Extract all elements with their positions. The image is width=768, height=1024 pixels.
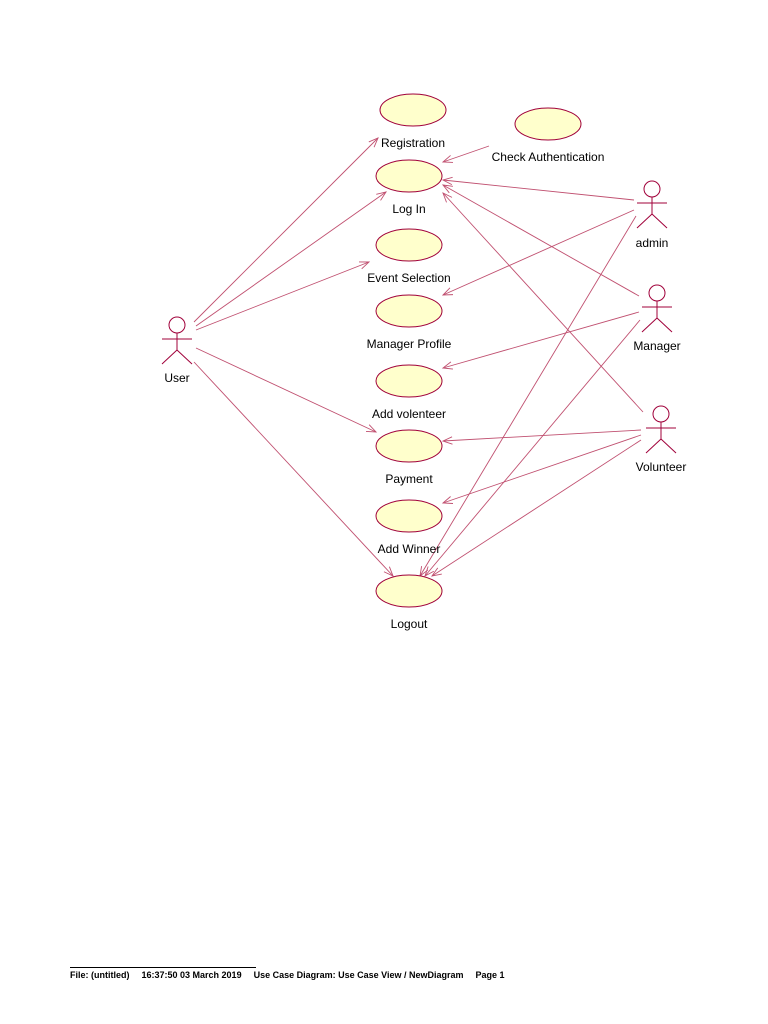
use-case-label: Manager Profile: [367, 337, 452, 351]
footer-page: Page 1: [475, 970, 505, 980]
association-admin-login: [441, 176, 635, 201]
association-volunteer-login: [442, 192, 644, 413]
footer-file: File: (untitled): [70, 970, 130, 980]
use-case-ellipse: [514, 107, 582, 141]
use-case-registration[interactable]: Registration: [379, 93, 447, 150]
association-volunteer-payment: [441, 429, 642, 445]
association-admin-manager_profile: [441, 209, 635, 296]
use-case-label: Add volenteer: [372, 407, 446, 421]
association-volunteer-add_winner: [441, 434, 642, 504]
association-admin-logout: [419, 215, 637, 578]
actor-figure-icon: [641, 284, 673, 333]
use-case-login[interactable]: Log In: [375, 159, 443, 216]
actor-label: admin: [636, 236, 669, 250]
association-user-login: [195, 191, 387, 327]
actor-figure-icon: [645, 405, 677, 454]
footer-timestamp: 16:37:50 03 March 2019: [141, 970, 242, 980]
actor-label: User: [164, 371, 189, 385]
association-manager-add_volenteer: [441, 311, 640, 370]
use-case-ellipse: [375, 228, 443, 262]
association-check_auth-login: [441, 145, 490, 163]
association-user-payment: [195, 347, 378, 433]
footer-rule: [70, 967, 256, 968]
use-case-label: Check Authentication: [492, 150, 605, 164]
use-case-check-auth[interactable]: Check Authentication: [492, 107, 605, 164]
use-case-label: Logout: [391, 617, 428, 631]
use-case-ellipse: [375, 499, 443, 533]
association-manager-login: [441, 184, 640, 297]
use-case-ellipse: [375, 364, 443, 398]
use-case-manager-profile[interactable]: Manager Profile: [367, 294, 452, 351]
actor-manager[interactable]: Manager: [633, 284, 681, 353]
use-case-add-volenteer[interactable]: Add volenteer: [372, 364, 446, 421]
actor-volunteer[interactable]: Volunteer: [636, 405, 687, 474]
actor-figure-icon: [636, 180, 668, 229]
association-user-registration: [193, 137, 379, 323]
use-case-payment[interactable]: Payment: [375, 429, 443, 486]
association-manager-logout: [424, 319, 641, 577]
use-case-label: Log In: [392, 202, 425, 216]
use-case-add-winner[interactable]: Add Winner: [375, 499, 443, 556]
association-volunteer-logout: [430, 439, 642, 577]
association-user-logout: [193, 361, 394, 577]
use-case-logout[interactable]: Logout: [375, 574, 443, 631]
page-footer: File: (untitled) 16:37:50 03 March 2019 Us…: [70, 970, 517, 980]
use-case-ellipse: [375, 294, 443, 328]
actor-admin[interactable]: admin: [636, 180, 669, 250]
use-case-label: Payment: [385, 472, 433, 486]
use-case-ellipse: [375, 429, 443, 463]
use-case-label: Event Selection: [367, 271, 450, 285]
use-case-label: Registration: [381, 136, 445, 150]
actor-label: Volunteer: [636, 460, 687, 474]
association-user-event_selection: [195, 261, 371, 331]
use-case-ellipse: [375, 574, 443, 608]
use-case-event-selection[interactable]: Event Selection: [367, 228, 451, 285]
use-case-label: Add Winner: [378, 542, 441, 556]
actor-label: Manager: [633, 339, 680, 353]
actor-figure-icon: [161, 316, 193, 365]
use-case-ellipse: [379, 93, 447, 127]
associations-layer: [193, 137, 644, 578]
use-case-ellipse: [375, 159, 443, 193]
actor-user[interactable]: User: [161, 316, 193, 385]
footer-title: Use Case Diagram: Use Case View / NewDia…: [253, 970, 464, 980]
